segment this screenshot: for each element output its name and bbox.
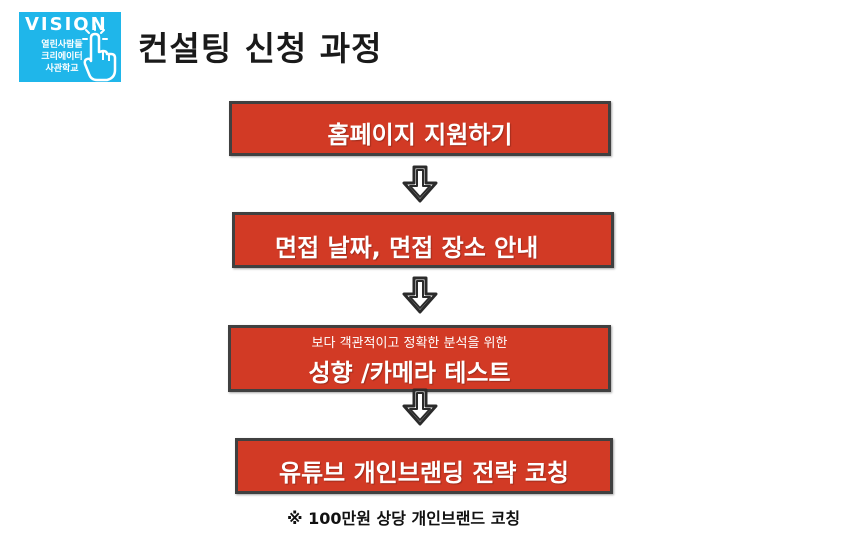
footnote: ※ 100만원 상당 개인브랜드 코칭 (287, 509, 521, 528)
step-box-2: 면접 날짜, 면접 장소 안내 (232, 212, 614, 268)
logo-subtitle-line: 크리에이터 (41, 52, 83, 62)
step-label: 성향 /카메라 테스트 (308, 359, 511, 387)
down-arrow-icon (402, 165, 438, 203)
down-arrow-icon (402, 276, 438, 314)
down-arrow-icon (402, 388, 438, 426)
logo-subtitle-line: 사관학교 (45, 64, 79, 74)
step-label: 유튜브 개인브랜딩 전략 코칭 (278, 459, 570, 487)
step-box-4: 유튜브 개인브랜딩 전략 코칭 (235, 438, 613, 494)
page-title: 컨설팅 신청 과정 (138, 29, 383, 68)
step-box-1: 홈페이지 지원하기 (229, 101, 611, 156)
logo-subtitle: 열린사람들 크리에이터 사관학교 (29, 39, 95, 75)
step-label: 면접 날짜, 면접 장소 안내 (275, 234, 539, 262)
step-sub-label: 보다 객관적이고 정확한 분석을 위한 (311, 336, 508, 351)
logo-subtitle-line: 열린사람들 (41, 40, 83, 50)
step-box-3: 보다 객관적이고 정확한 분석을 위한 성향 /카메라 테스트 (228, 325, 611, 392)
hand-pointer-icon (82, 25, 117, 82)
step-label: 홈페이지 지원하기 (327, 121, 513, 149)
brand-logo: VISION 열린사람들 크리에이터 사관학교 (19, 12, 121, 82)
